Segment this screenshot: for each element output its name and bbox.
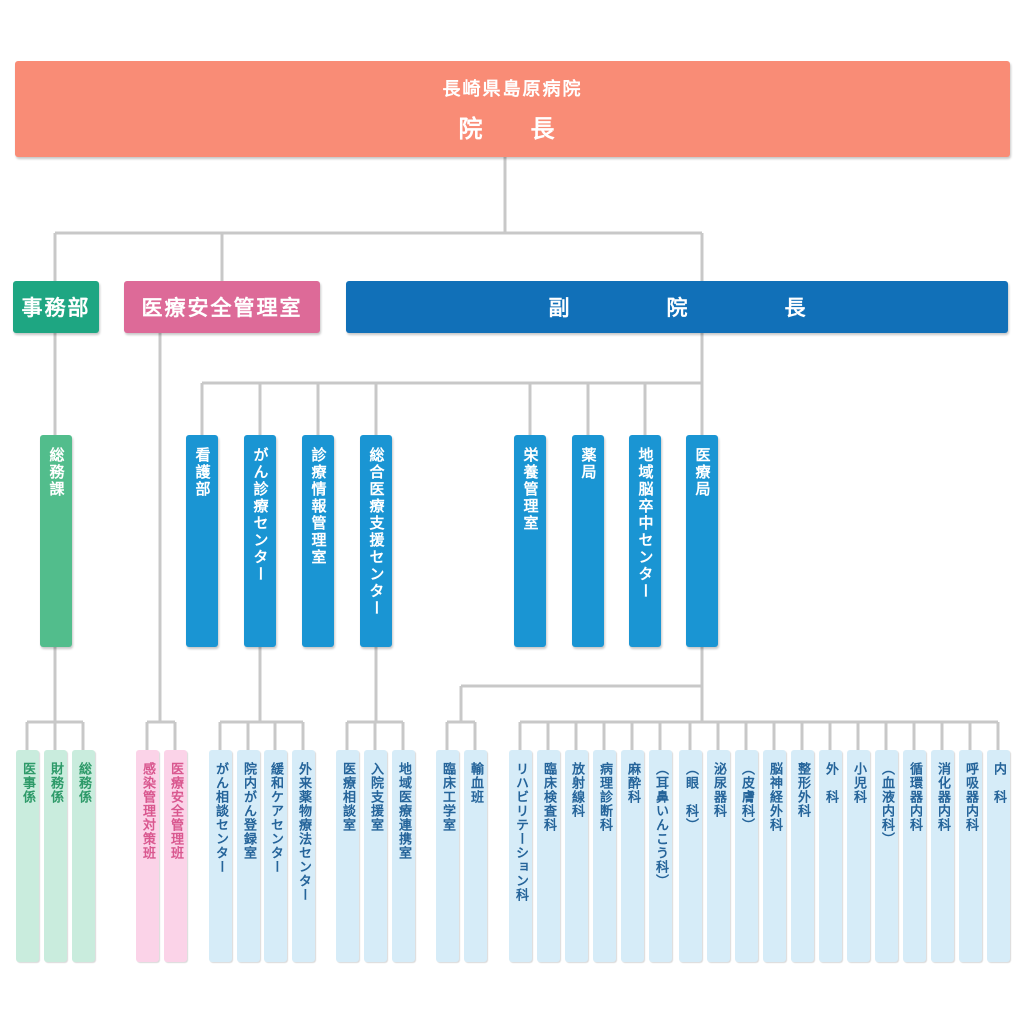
hospital-director-box: 長崎県島原病院 院 長 <box>15 61 1010 157</box>
admin-unit: 医事係 <box>16 750 39 962</box>
department-medical-bureau: 医療局 <box>686 435 718 647</box>
deputy-director-box: 副 院 長 <box>346 281 1008 333</box>
cancer-center-unit: 院内がん登録室 <box>237 750 260 962</box>
clinical-department: 整形外科 <box>791 750 814 962</box>
admin-unit: 財務係 <box>44 750 67 962</box>
medical-bureau-unit: 輸血班 <box>464 750 487 962</box>
clinical-department: （皮膚科） <box>735 750 758 962</box>
clinical-department: 外 科 <box>819 750 842 962</box>
department-cancer-center: がん診療センター <box>244 435 276 647</box>
clinical-department: 病理診断科 <box>593 750 616 962</box>
clinical-department: （眼 科） <box>679 750 702 962</box>
support-center-unit: 地域医療連携室 <box>392 750 415 962</box>
clinical-department: （耳鼻いんこう科） <box>649 750 672 962</box>
cancer-center-unit: がん相談センター <box>209 750 232 962</box>
clinical-department: リハビリテーション科 <box>509 750 532 962</box>
department-support-center: 総合医療支援センター <box>360 435 392 647</box>
support-center-unit: 入院支援室 <box>364 750 387 962</box>
support-center-unit: 医療相談室 <box>336 750 359 962</box>
hospital-name: 長崎県島原病院 <box>442 78 583 100</box>
admin-division-box: 事務部 <box>13 281 99 333</box>
clinical-department: 内 科 <box>987 750 1010 962</box>
clinical-department: 脳神経外科 <box>763 750 786 962</box>
safety-unit: 医療安全管理班 <box>164 750 187 962</box>
deputy-director-label: 副 院 長 <box>548 296 844 320</box>
safety-unit: 感染管理対策班 <box>136 750 159 962</box>
clinical-department: 小児科 <box>847 750 870 962</box>
medical-safety-office-box: 医療安全管理室 <box>124 281 320 333</box>
medical-bureau-unit: 臨床工学室 <box>436 750 459 962</box>
clinical-department: 循環器内科 <box>903 750 926 962</box>
cancer-center-unit: 緩和ケアセンター <box>264 750 287 962</box>
general-affairs-section: 総務課 <box>40 435 72 647</box>
admin-unit: 総務係 <box>72 750 95 962</box>
department-nursing: 看護部 <box>186 435 218 647</box>
clinical-department: 泌尿器科 <box>707 750 730 962</box>
clinical-department: （血液内科） <box>875 750 898 962</box>
department-medical-records: 診療情報管理室 <box>302 435 334 647</box>
department-nutrition: 栄養管理室 <box>514 435 546 647</box>
clinical-department: 臨床検査科 <box>537 750 560 962</box>
department-pharmacy: 薬局 <box>572 435 604 647</box>
department-stroke-center: 地域脳卒中センター <box>629 435 661 647</box>
cancer-center-unit: 外来薬物療法センター <box>292 750 315 962</box>
clinical-department: 麻酔科 <box>621 750 644 962</box>
clinical-department: 消化器内科 <box>931 750 954 962</box>
clinical-department: 呼吸器内科 <box>959 750 982 962</box>
clinical-department: 放射線科 <box>565 750 588 962</box>
hospital-director-title: 院 長 <box>458 114 567 143</box>
